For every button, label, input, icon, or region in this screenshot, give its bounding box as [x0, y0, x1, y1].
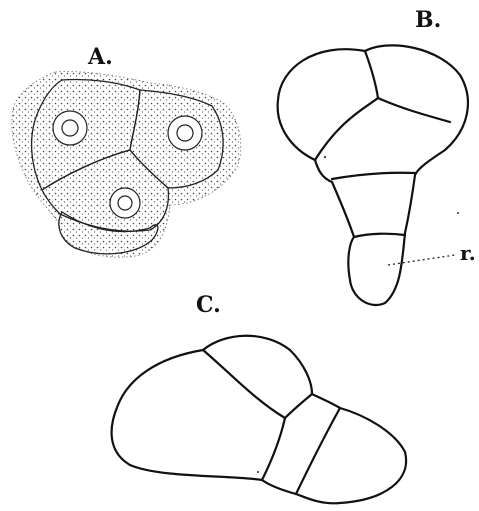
panel-b-wall-right: [378, 98, 450, 122]
panel-c-wall-upper: [203, 350, 285, 418]
panel-b-wall-fourth: [354, 234, 405, 237]
panel-b-annotation-r: r.: [460, 241, 476, 265]
panel-b-wall-middle: [315, 98, 378, 160]
panel-c: C.: [112, 292, 407, 503]
panel-c-embryo-outline: [112, 336, 407, 504]
panel-b-leader-line: [388, 255, 455, 265]
panel-c-speck: [257, 471, 259, 473]
panel-c-wall-right: [296, 408, 340, 494]
panel-c-wall-top-right: [285, 394, 312, 418]
panel-a-nucleus-right: [168, 116, 202, 150]
panel-a-label: A.: [87, 44, 113, 70]
panel-b-speck: [324, 156, 326, 158]
panel-b: B. r.: [278, 7, 476, 305]
panel-a-outer-envelope: [12, 72, 241, 258]
panel-a-nucleus-left: [53, 111, 87, 145]
panel-b-wall-top: [365, 51, 378, 98]
panel-a: A.: [12, 44, 241, 257]
panel-c-label: C.: [196, 292, 221, 318]
panel-a-nucleus-lower: [110, 188, 140, 218]
panel-b-embryo-outline: [278, 45, 468, 305]
panel-b-wall-third: [332, 173, 416, 179]
panel-b-speck-2: [457, 212, 459, 214]
panel-c-wall-left: [262, 418, 285, 480]
panel-b-label: B.: [415, 7, 441, 33]
